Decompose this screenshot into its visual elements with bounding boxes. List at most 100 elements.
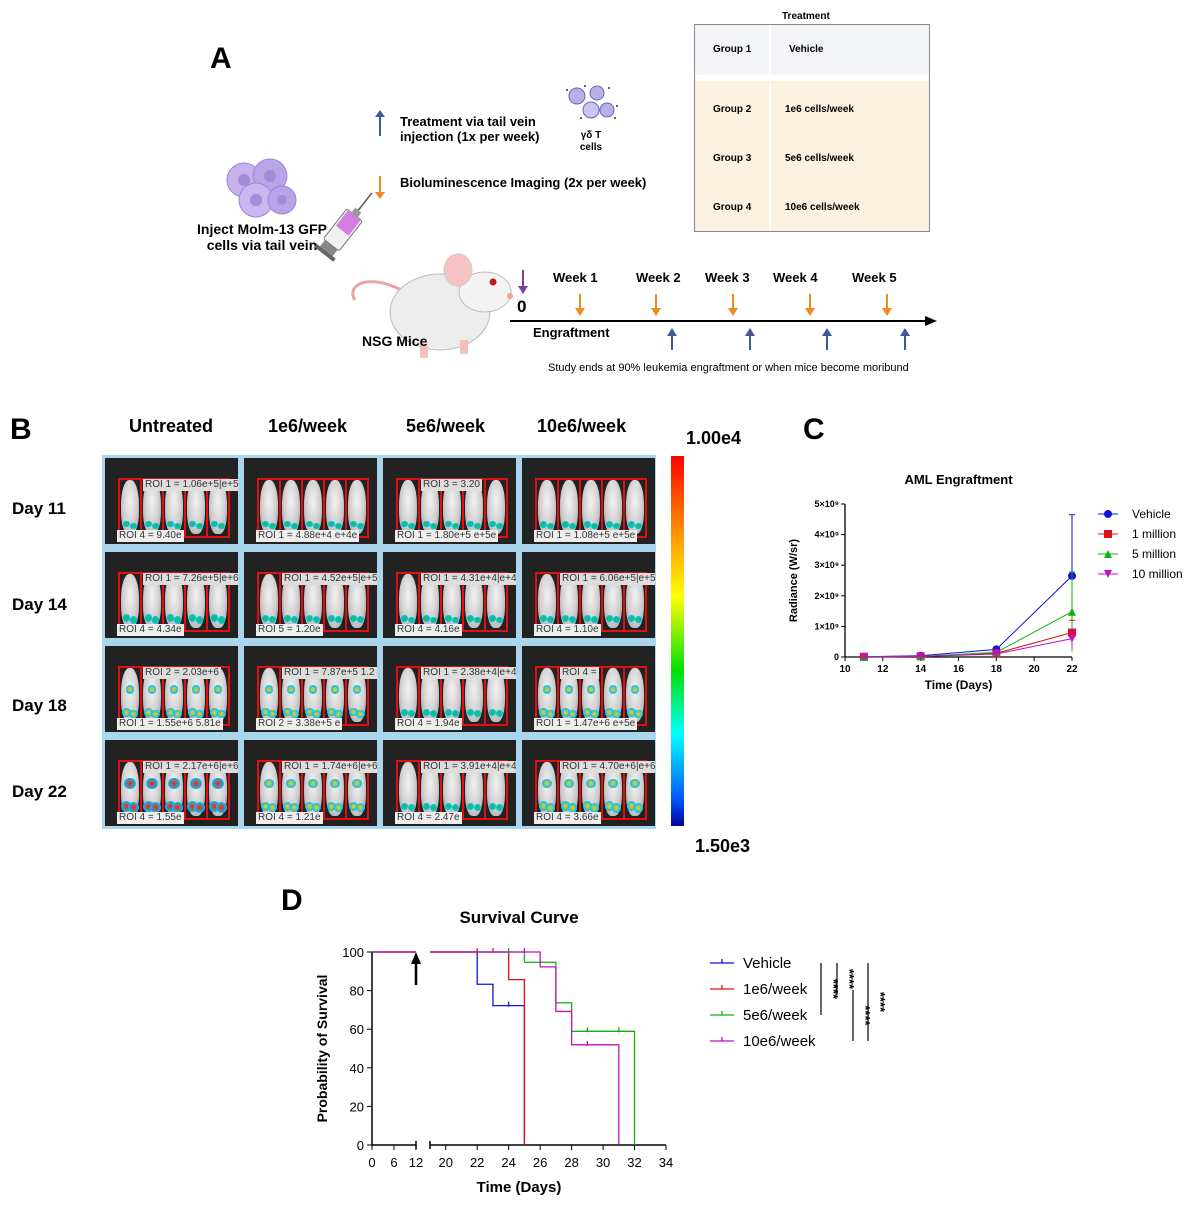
signal-spot xyxy=(173,709,182,719)
survival-line-vehicle xyxy=(430,951,526,1145)
signal-spot xyxy=(467,521,474,528)
engraftment-label: Engraftment xyxy=(533,325,610,340)
signal-spot xyxy=(547,616,555,624)
signal-spot xyxy=(150,802,162,814)
mouse-image xyxy=(187,480,205,534)
legend-label: 5e6/week xyxy=(743,1007,808,1024)
signal-spot xyxy=(356,803,366,813)
mouse-image xyxy=(465,574,483,628)
signal-spot xyxy=(569,616,577,624)
mouse-image xyxy=(443,762,461,816)
mouse-image xyxy=(399,762,417,816)
gamma-delta-t-cells-icon xyxy=(566,85,618,119)
column-label-1e6: 1e6/week xyxy=(268,416,348,436)
roi-box xyxy=(601,478,625,538)
mouse-image xyxy=(604,574,622,628)
signal-spot xyxy=(627,614,635,622)
signal-spot xyxy=(496,804,504,812)
y-tick-label: 5×10⁹ xyxy=(814,499,839,509)
signal-spot xyxy=(196,522,203,530)
signal-spot xyxy=(430,804,438,812)
signal-spot xyxy=(582,801,593,812)
signal-spot xyxy=(123,521,130,528)
legend-label: 1 million xyxy=(1132,527,1176,541)
mouse-image xyxy=(487,668,505,722)
roi-label-bottom: ROI 1 = 1.08e+5 e+5e xyxy=(534,530,638,542)
mouse-image xyxy=(560,480,578,534)
signal-spot xyxy=(430,710,438,718)
x-tick-label: 12 xyxy=(877,664,889,675)
signal-spot xyxy=(474,522,481,530)
signal-spot xyxy=(166,614,175,623)
data-point xyxy=(992,649,1001,658)
signal-spot xyxy=(169,685,179,694)
mouse-image xyxy=(626,480,644,534)
signal-spot xyxy=(269,522,276,530)
treatment-row-4: Group 4 10e6 cells/week xyxy=(695,183,929,233)
signal-spot xyxy=(350,521,357,528)
signal-spot xyxy=(211,521,218,528)
x-tick-label: 32 xyxy=(627,1155,641,1170)
signal-spot xyxy=(195,709,204,719)
roi-label-bottom: ROI 4 = 9.40e xyxy=(117,530,184,542)
panel-a-legend-arrows xyxy=(375,110,385,199)
signal-spot xyxy=(125,685,135,694)
signal-spot xyxy=(349,708,358,717)
signal-spot xyxy=(330,685,340,694)
signal-spot xyxy=(190,778,202,790)
roi-label-top: ROI 1 = 1.74e+6|e+6 xyxy=(282,761,377,773)
signal-spot xyxy=(444,802,452,810)
mouse-image xyxy=(143,480,161,534)
treatment-row-3: Group 3 5e6 cells/week xyxy=(695,134,929,184)
signal-spot xyxy=(282,801,292,811)
signal-spot xyxy=(567,803,578,813)
week-3-label: Week 3 xyxy=(705,270,750,285)
roi-box xyxy=(484,478,508,538)
mouse-image xyxy=(348,480,366,534)
row-label-day-14: Day 14 xyxy=(12,595,67,614)
signal-spot xyxy=(352,685,362,694)
signal-spot xyxy=(191,685,201,694)
y-tick-label: 80 xyxy=(350,984,364,999)
row-label-day-18: Day 18 xyxy=(12,696,67,715)
signal-spot xyxy=(562,520,569,528)
y-tick-label: 100 xyxy=(342,945,364,960)
mouse-image xyxy=(304,574,322,628)
roi-label-bottom: ROI 2 = 3.38e+5 e xyxy=(256,718,343,730)
panel-a-letter: A xyxy=(210,42,232,75)
survival-line-10e6/week xyxy=(430,951,620,1145)
x-axis-label: Time (Days) xyxy=(477,1179,562,1196)
signal-spot xyxy=(168,778,180,790)
signal-spot xyxy=(408,616,415,624)
treatment-row-1: Group 1 Vehicle xyxy=(695,25,929,75)
legend-marker xyxy=(1104,510,1112,518)
signal-spot xyxy=(589,803,600,813)
x-tick-label: 26 xyxy=(533,1155,547,1170)
signal-spot xyxy=(195,616,204,624)
legend-label: 10e6/week xyxy=(743,1033,816,1050)
signal-spot xyxy=(496,616,503,624)
signal-spot xyxy=(626,801,637,812)
signal-spot xyxy=(330,779,340,789)
signal-spot xyxy=(628,520,635,528)
mouse-image xyxy=(626,574,644,628)
roi-label-top: ROI 1 = 6.06e+5|e+5 xyxy=(560,573,655,585)
signal-spot xyxy=(305,708,314,717)
signal-spot xyxy=(542,778,552,789)
legend-marker xyxy=(1104,530,1112,538)
roi-box xyxy=(396,478,420,538)
legend-label: 1e6/week xyxy=(743,981,808,998)
column-label-untreated: Untreated xyxy=(129,416,214,436)
signal-spot xyxy=(569,522,576,530)
signal-spot xyxy=(212,778,224,790)
signal-spot xyxy=(356,709,365,719)
signal-spot xyxy=(583,707,592,717)
signal-spot xyxy=(283,708,292,717)
signal-spot xyxy=(560,801,571,812)
signal-spot xyxy=(172,802,184,814)
signal-spot xyxy=(539,707,548,717)
mouse-image xyxy=(165,480,183,534)
